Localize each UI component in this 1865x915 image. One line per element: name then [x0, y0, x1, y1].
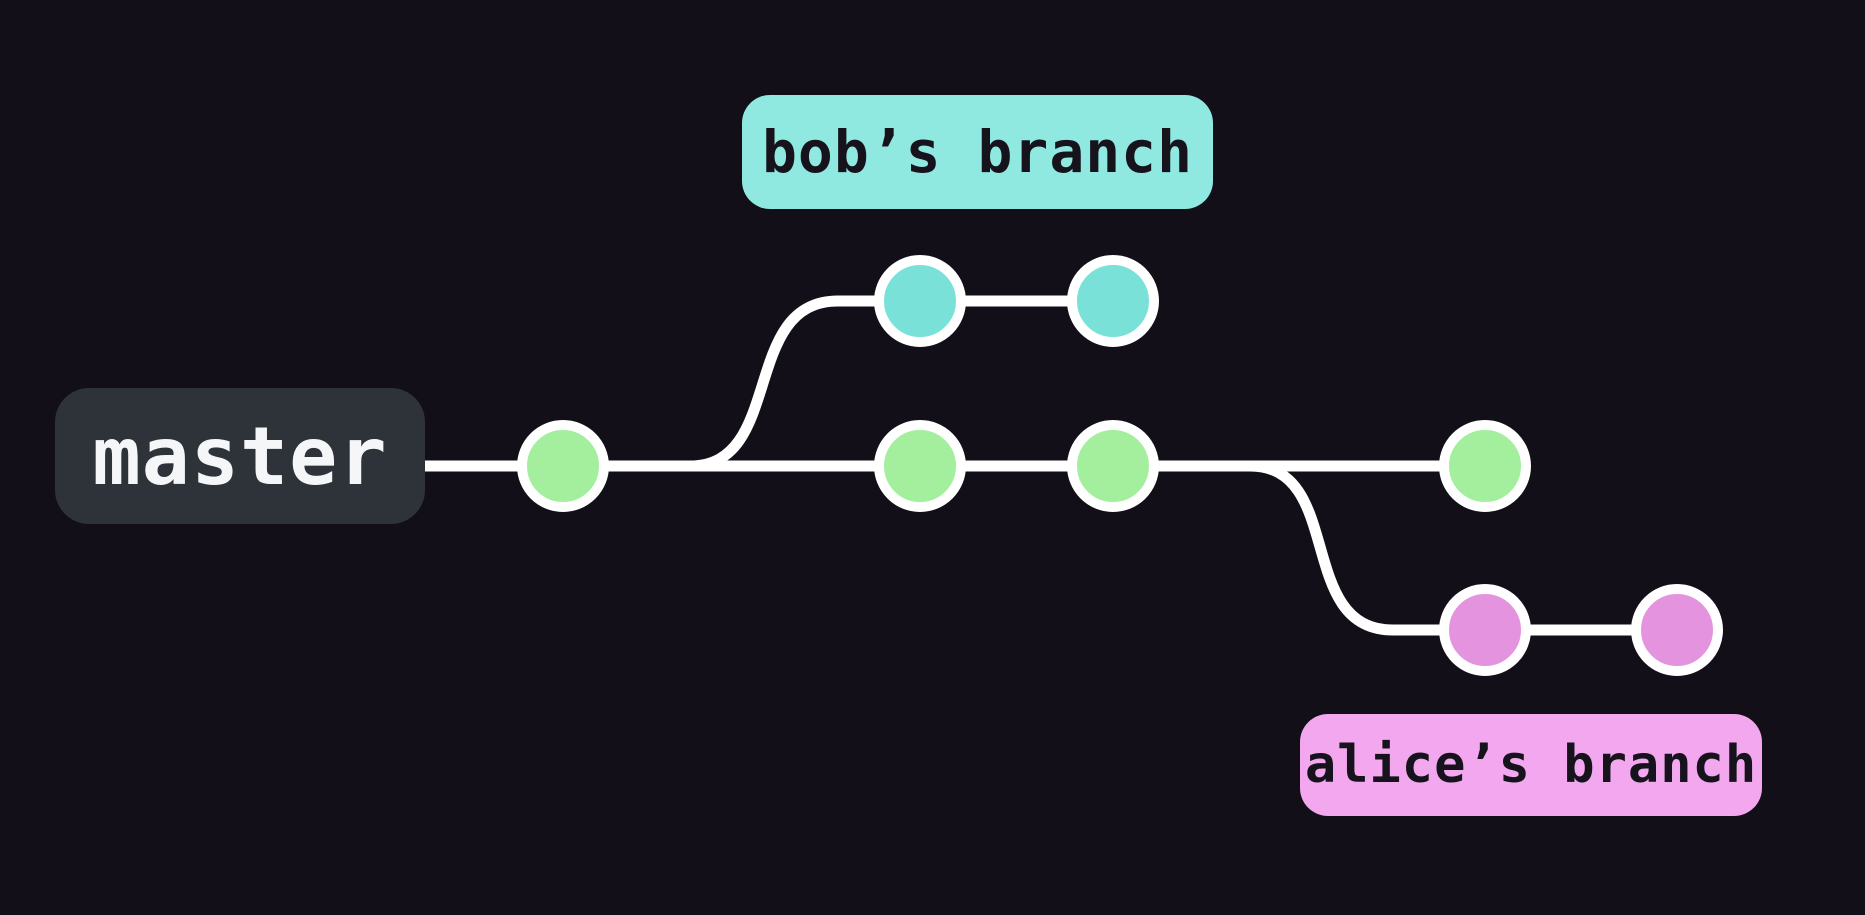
alice-branch-label-text: alice’s branch: [1304, 735, 1758, 795]
master-branch-label-text: master: [92, 409, 388, 503]
bob-commit-node-1: [874, 255, 966, 347]
master-commit-node-2: [874, 420, 966, 512]
bob-branch-label-text: bob’s branch: [761, 118, 1194, 186]
master-commit-node-1: [517, 420, 609, 512]
alice-split-edge: [1244, 460, 1683, 636]
master-commit-node-3: [1067, 420, 1159, 512]
master-branch-label: master: [55, 388, 425, 524]
bob-split-edge: [684, 295, 1119, 472]
alice-commit-node-2: [1631, 584, 1723, 676]
master-commit-node-4: [1439, 420, 1531, 512]
alice-commit-node-1: [1439, 584, 1531, 676]
bob-branch-label: bob’s branch: [742, 95, 1213, 209]
alice-branch-label: alice’s branch: [1300, 714, 1762, 816]
bob-commit-node-2: [1067, 255, 1159, 347]
